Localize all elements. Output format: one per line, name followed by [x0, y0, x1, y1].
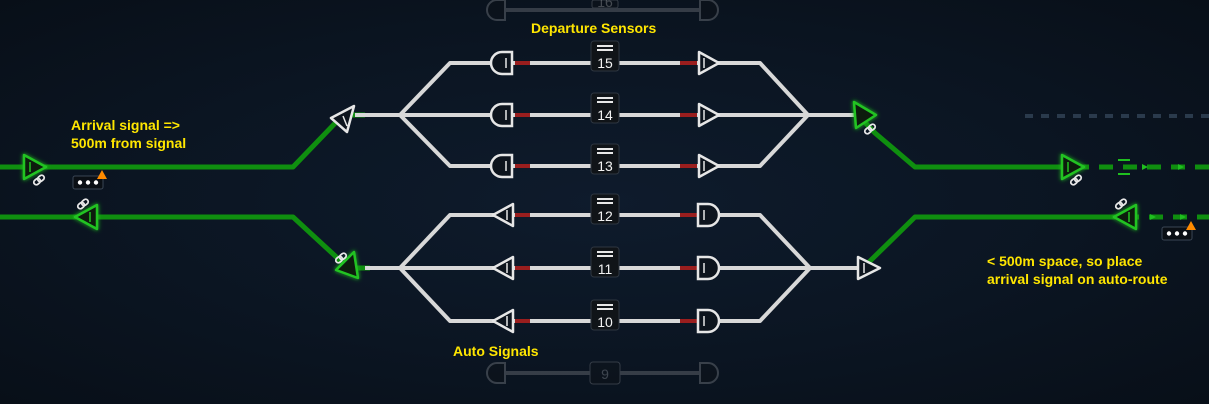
signal-icon	[334, 250, 360, 280]
signal-icon	[1060, 153, 1086, 181]
faded-platform-16	[486, 0, 719, 21]
annotation-space-note: < 500m space, so place arrival signal on…	[987, 252, 1167, 288]
platform-16-tag: 16	[597, 0, 613, 10]
signal-icon	[697, 102, 721, 128]
link-icon	[1114, 198, 1128, 210]
signal-ticks	[342, 58, 865, 326]
platform-15-label: 15	[597, 55, 613, 71]
platform-10-tag[interactable]: 10	[590, 299, 620, 331]
annotation-text: Departure Sensors	[531, 20, 657, 36]
signal-icon	[329, 104, 356, 134]
auto-signals	[329, 50, 882, 334]
link-icon	[1069, 174, 1083, 186]
link-icon	[863, 123, 877, 135]
platform-12-tag[interactable]: 12	[590, 193, 620, 225]
signal-icon	[491, 202, 515, 228]
sensor-icon	[489, 153, 514, 179]
signal-icon	[22, 153, 48, 181]
signal-icon	[491, 255, 515, 281]
platform-16-label: 16	[597, 0, 613, 10]
annotation-text: arrival signal on auto-route	[987, 271, 1168, 287]
sensor-icon	[696, 202, 721, 228]
signal-icon	[697, 153, 721, 179]
departure-sensors	[489, 50, 721, 334]
signal-icon	[697, 50, 721, 76]
annotation-text: < 500m space, so place	[987, 253, 1143, 269]
direction-markers	[1142, 164, 1186, 220]
faded-platform-9: 9	[486, 361, 719, 385]
signal-icon	[491, 308, 515, 334]
sensor-icon	[696, 308, 721, 334]
platform-13-label: 13	[597, 158, 613, 174]
link-icon	[334, 252, 348, 264]
annotation-arrival-signal: Arrival signal => 500m from signal	[71, 116, 186, 152]
status-badge-left[interactable]	[72, 170, 107, 190]
platform-15-tag[interactable]: 15	[590, 40, 620, 72]
signal-icon	[856, 255, 882, 281]
platform-13-tag[interactable]: 13	[590, 143, 620, 175]
platform-14-tag[interactable]: 14	[590, 92, 620, 124]
platform-9-label: 9	[601, 366, 609, 382]
platform-tags: 15 14 13 12 11	[590, 0, 620, 331]
sensor-icon	[696, 255, 721, 281]
platform-10-label: 10	[597, 314, 613, 330]
annotation-auto-signals: Auto Signals	[453, 342, 539, 360]
status-badge-right[interactable]	[1161, 221, 1196, 241]
occupied-segments	[515, 61, 697, 323]
link-icon	[76, 198, 90, 210]
annotation-text: Auto Signals	[453, 343, 539, 359]
sensor-ticks	[505, 58, 705, 326]
sensor-icon	[489, 102, 514, 128]
annotation-departure-sensors: Departure Sensors	[531, 19, 656, 37]
track-end-marks	[1118, 159, 1130, 175]
warning-icon	[1186, 221, 1196, 230]
warning-icon	[97, 170, 107, 179]
arrival-signals	[22, 100, 1138, 280]
green-signal-ticks	[29, 162, 1130, 222]
signal-icon	[852, 100, 878, 130]
signal-icon	[73, 203, 99, 231]
sensor-icon	[489, 50, 514, 76]
annotation-text: 500m from signal	[71, 135, 187, 151]
annotation-text: Arrival signal =>	[71, 117, 180, 133]
link-icon	[32, 174, 46, 186]
platform-11-tag[interactable]: 11	[590, 246, 620, 278]
platform-11-label: 11	[598, 261, 613, 277]
platform-14-label: 14	[597, 107, 613, 123]
signal-icon	[1112, 203, 1138, 231]
link-icons	[32, 123, 1128, 264]
platform-12-label: 12	[597, 208, 613, 224]
